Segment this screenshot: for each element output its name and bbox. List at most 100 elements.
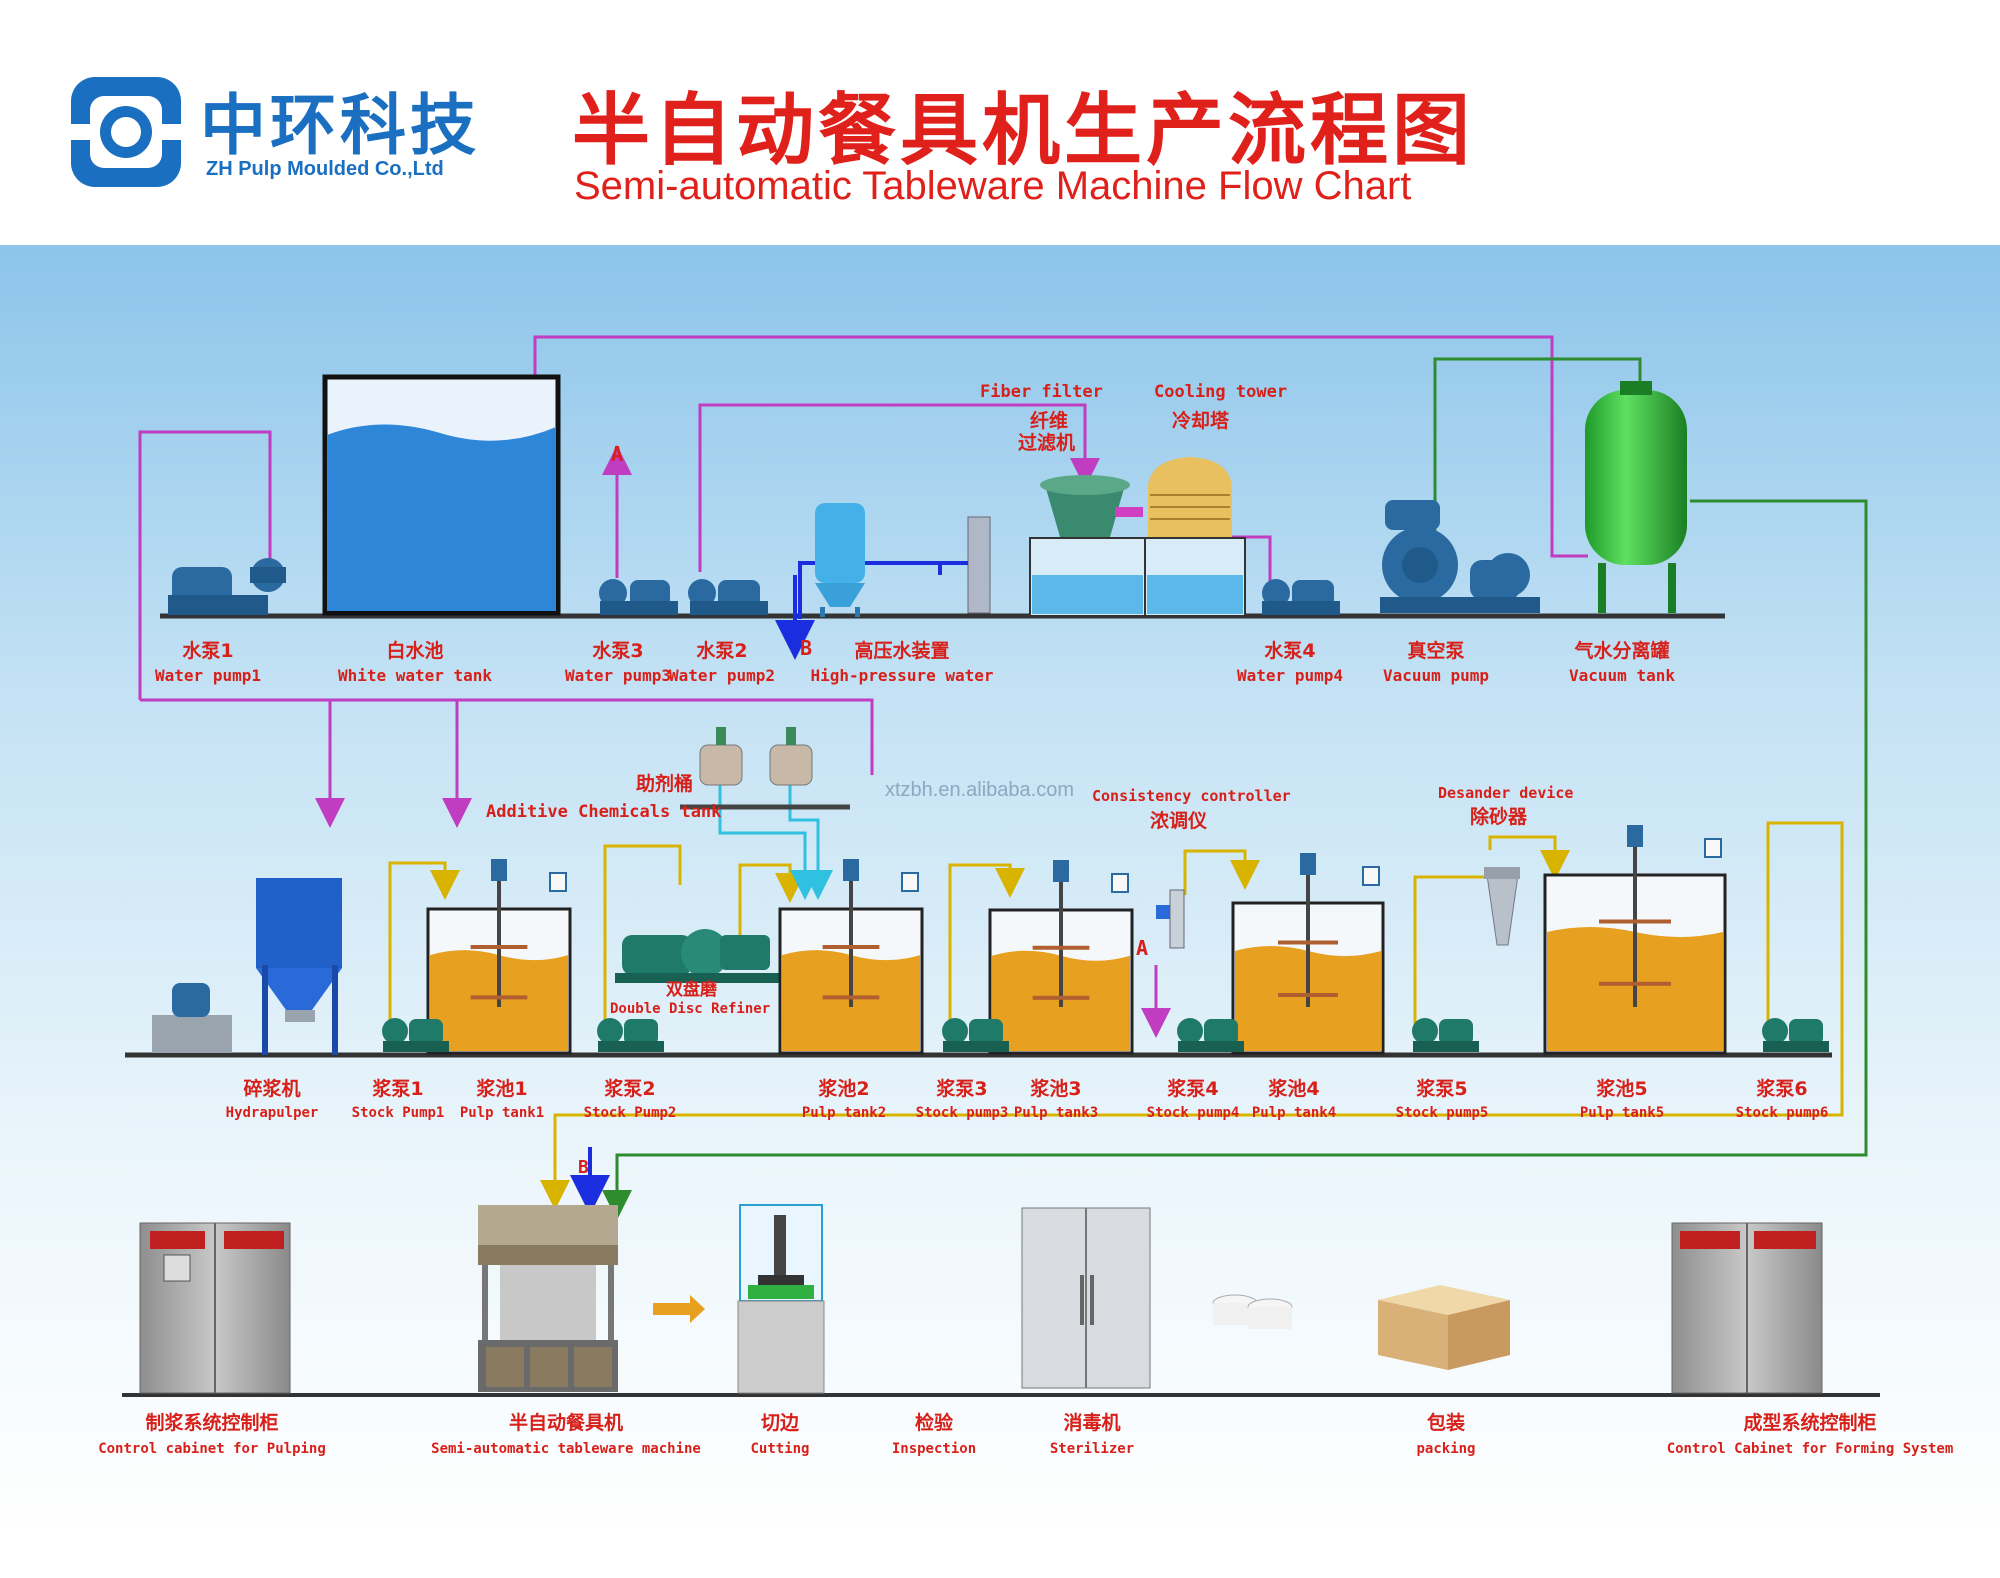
cutting-machine bbox=[737, 1204, 825, 1394]
row3-label-cn: 半自动餐具机 bbox=[509, 1411, 623, 1434]
row2-label-cn: 浆池2 bbox=[818, 1077, 869, 1100]
row2-label-en: Hydrapulper bbox=[226, 1105, 319, 1121]
page-title-en: Semi-automatic Tableware Machine Flow Ch… bbox=[574, 164, 1412, 208]
row1-label-en: Water pump2 bbox=[669, 666, 775, 685]
water-pump-4 bbox=[1262, 579, 1340, 615]
row3-label-cn: 切边 bbox=[761, 1412, 800, 1434]
stock-pump-2 bbox=[597, 1018, 664, 1052]
additive-tank-label-cn: 助剂桶 bbox=[636, 772, 693, 795]
stock-pump-3 bbox=[942, 1018, 1009, 1052]
pulp-tanks bbox=[426, 825, 1727, 1055]
row1-label-cn: 气水分离罐 bbox=[1573, 639, 1669, 662]
row1-label-en: Vacuum tank bbox=[1569, 666, 1675, 685]
marker-b-row3: B bbox=[578, 1157, 589, 1178]
row3-label-en: Semi-automatic tableware machine bbox=[431, 1441, 701, 1457]
pulp-tank-1 bbox=[426, 859, 572, 1055]
water-pump-2 bbox=[688, 579, 768, 615]
row2-label-en: Pulp tank5 bbox=[1580, 1105, 1664, 1121]
flow-chart-panel: A B Fiber filter 纤维 过滤机 Cooling tower 冷却… bbox=[0, 245, 2000, 1535]
row2-label-en: Pulp tank3 bbox=[1014, 1105, 1098, 1121]
cooling-tower bbox=[1144, 457, 1246, 617]
row1-label-cn: 水泵2 bbox=[696, 640, 747, 662]
row2-label-cn: 浆池4 bbox=[1268, 1077, 1319, 1100]
row2-label-en: Stock Pump2 bbox=[584, 1105, 677, 1121]
row1-label-en: White water tank bbox=[338, 666, 492, 685]
refiner-label-en: Double Disc Refiner bbox=[610, 1001, 770, 1017]
row2-label-en: Stock pump6 bbox=[1736, 1105, 1829, 1121]
row1-label-en: Water pump3 bbox=[565, 666, 671, 685]
row3-label-cn: 包装 bbox=[1427, 1411, 1465, 1434]
desander-device bbox=[1484, 867, 1520, 946]
row3-label-cn: 检验 bbox=[915, 1411, 954, 1434]
fiber-filter-label-cn1: 纤维 bbox=[1030, 409, 1068, 432]
row2-label-en: Stock Pump1 bbox=[352, 1105, 445, 1121]
row2-label-cn: 浆池1 bbox=[476, 1077, 527, 1100]
semi-automatic-tableware-machine bbox=[478, 1205, 618, 1392]
stock-pumps bbox=[382, 1018, 1829, 1052]
row3-label-cn: 消毒机 bbox=[1063, 1411, 1120, 1434]
row1-label-en: Water pump4 bbox=[1237, 666, 1343, 685]
vacuum-tank bbox=[1585, 381, 1687, 613]
consistency-controller-label-en: Consistency controller bbox=[1092, 787, 1291, 805]
row2-label-en: Pulp tank2 bbox=[802, 1105, 886, 1121]
row1-label-cn: 水泵4 bbox=[1264, 640, 1315, 662]
hydrapulper bbox=[152, 878, 342, 1055]
high-pressure-water-device bbox=[815, 503, 991, 617]
pulp-tank-4 bbox=[1231, 853, 1385, 1055]
marker-b-row1: B bbox=[800, 636, 812, 660]
row1-label-en: High-pressure water bbox=[810, 666, 993, 685]
company-logo-icon bbox=[68, 77, 184, 187]
consistency-controller bbox=[1156, 889, 1185, 949]
additive-chemicals-tank bbox=[680, 727, 850, 810]
row3-label-en: Sterilizer bbox=[1050, 1441, 1134, 1457]
footer-strip bbox=[0, 1535, 2000, 1578]
water-pump-1 bbox=[168, 558, 286, 615]
page-title-cn: 半自动餐具机生产流程图 bbox=[572, 86, 1475, 176]
row1-label-cn: 水泵3 bbox=[592, 640, 643, 662]
row2-label-cn: 浆泵2 bbox=[604, 1077, 655, 1100]
consistency-controller-label-cn: 浓调仪 bbox=[1150, 810, 1208, 832]
forming-control-cabinet bbox=[1671, 1222, 1823, 1394]
white-water-tank bbox=[322, 374, 561, 616]
row2-label-en: Pulp tank1 bbox=[460, 1105, 544, 1121]
cooling-tower-label-cn: 冷却塔 bbox=[1172, 409, 1230, 432]
row3-label-cn: 制浆系统控制柜 bbox=[145, 1411, 278, 1434]
row2-label-cn: 浆池3 bbox=[1030, 1077, 1081, 1100]
cooling-tower-label-en: Cooling tower bbox=[1154, 382, 1287, 402]
process-arrow bbox=[653, 1295, 705, 1323]
row1-label-cn: 水泵1 bbox=[182, 640, 233, 662]
packing-box bbox=[1378, 1285, 1510, 1370]
stock-pump-5 bbox=[1412, 1018, 1479, 1052]
row2-label-en: Pulp tank4 bbox=[1252, 1105, 1336, 1121]
double-disc-refiner bbox=[615, 929, 780, 983]
marker-a-row2: A bbox=[1136, 936, 1148, 960]
stock-pump-4 bbox=[1177, 1018, 1244, 1052]
row1-label-en: Vacuum pump bbox=[1383, 666, 1489, 685]
stock-pump-1 bbox=[382, 1018, 449, 1052]
row1-label-cn: 高压水装置 bbox=[854, 639, 949, 662]
fiber-filter-label-en: Fiber filter bbox=[980, 382, 1103, 402]
row3-label-en: Control cabinet for Pulping bbox=[98, 1441, 326, 1457]
row1-label-cn: 白水池 bbox=[386, 639, 443, 662]
company-name-cn: 中环科技 bbox=[200, 87, 480, 164]
row3-label-en: Inspection bbox=[892, 1441, 976, 1457]
water-pump-3 bbox=[599, 579, 678, 615]
watermark: xtzbh.en.alibaba.com bbox=[885, 779, 1074, 801]
stock-pump-6 bbox=[1762, 1018, 1829, 1052]
tableware-products bbox=[1212, 1294, 1293, 1329]
row2-label-en: Stock pump5 bbox=[1396, 1105, 1489, 1121]
row2-label-cn: 碎浆机 bbox=[243, 1077, 300, 1100]
marker-a-row1: A bbox=[611, 442, 623, 466]
row3-label-en: packing bbox=[1416, 1441, 1475, 1457]
row2-label-cn: 浆泵5 bbox=[1416, 1077, 1467, 1100]
header: 中环科技 ZH Pulp Moulded Co.,Ltd 半自动餐具机生产流程图… bbox=[0, 0, 2000, 245]
vacuum-line bbox=[602, 357, 1868, 1220]
pulping-control-cabinet bbox=[139, 1222, 291, 1394]
row3-label-en: Control Cabinet for Forming System bbox=[1667, 1441, 1954, 1457]
desander-label-cn: 除砂器 bbox=[1470, 805, 1528, 828]
row2-label-cn: 浆泵1 bbox=[372, 1077, 423, 1100]
row2-label-cn: 浆池5 bbox=[1596, 1077, 1647, 1100]
vacuum-pump bbox=[1380, 500, 1540, 613]
